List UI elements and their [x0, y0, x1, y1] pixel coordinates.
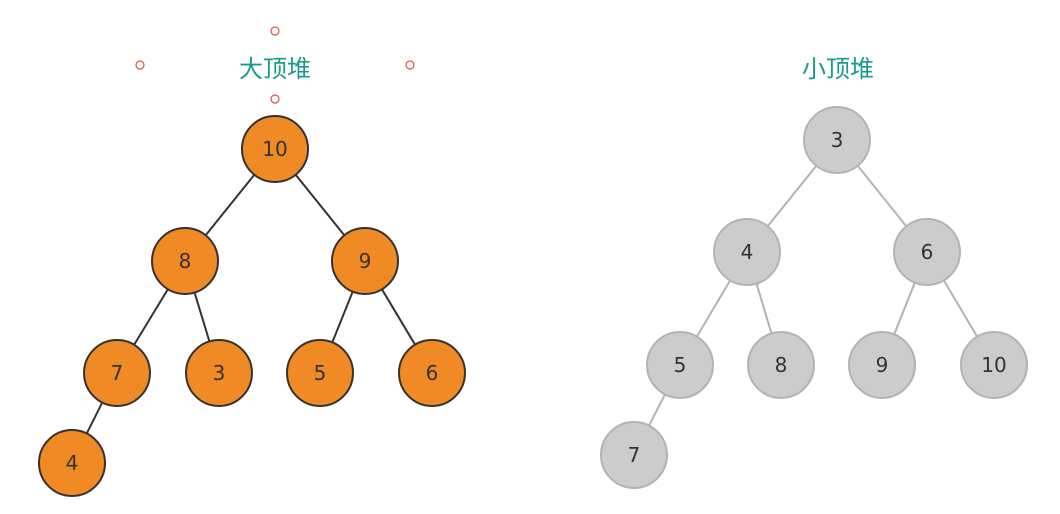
min-heap-node-label: 8 [775, 353, 788, 377]
max-heap-edge [85, 402, 104, 434]
max-heap-node-label: 9 [359, 249, 372, 273]
min-heap-edges [648, 165, 979, 427]
min-heap-node: 7 [600, 421, 668, 489]
min-heap-edge [942, 279, 979, 338]
max-heap-node-circle [241, 115, 309, 183]
max-heap-nodes: 10 8 9 7 3 5 6 4 [38, 115, 466, 497]
max-heap-node: 3 [185, 339, 253, 407]
min-heap-node-circle [893, 218, 961, 286]
min-heap-title: 小顶堆 [802, 55, 874, 83]
selection-handle-bottom[interactable] [270, 94, 280, 104]
min-heap-node-label: 6 [921, 240, 934, 264]
max-heap-node-label: 5 [314, 361, 327, 385]
max-heap-title[interactable]: 大顶堆 [239, 55, 311, 83]
min-heap-edge [648, 393, 666, 427]
min-heap-node-circle [713, 218, 781, 286]
max-heap-node-label: 7 [111, 361, 124, 385]
min-heap-node: 10 [960, 331, 1028, 399]
min-heap-edge [766, 165, 818, 227]
max-heap-node: 6 [398, 339, 466, 407]
max-heap-node: 4 [38, 429, 106, 497]
title-selection-handles[interactable] [135, 26, 415, 104]
max-heap-node-label: 4 [66, 451, 79, 475]
min-heap-node-label: 7 [628, 443, 641, 467]
min-heap-edge [893, 282, 916, 335]
min-heap-node-circle [960, 331, 1028, 399]
min-heap-node: 6 [893, 218, 961, 286]
max-heap-node-label: 10 [262, 137, 287, 161]
max-heap-node: 10 [241, 115, 309, 183]
min-heap-node: 4 [713, 218, 781, 286]
min-heap-node-label: 5 [674, 353, 687, 377]
max-heap-node-circle [38, 429, 106, 497]
min-heap-node-label: 9 [876, 353, 889, 377]
min-heap-node: 5 [646, 331, 714, 399]
max-heap-node: 7 [83, 339, 151, 407]
min-heap-edge [695, 279, 732, 338]
max-heap-edge [193, 292, 211, 342]
max-heap-node: 5 [286, 339, 354, 407]
max-heap-edge [133, 288, 169, 346]
selection-handle-right[interactable] [405, 60, 415, 70]
min-heap-node-circle [848, 331, 916, 399]
max-heap-node-circle [286, 339, 354, 407]
max-heap-node: 8 [151, 227, 219, 295]
selection-handle-left[interactable] [135, 60, 145, 70]
max-heap-node-circle [185, 339, 253, 407]
min-heap-node-label: 4 [741, 240, 754, 264]
min-heap-node-label: 3 [831, 128, 844, 152]
max-heap-edge [381, 288, 416, 346]
min-heap-node: 3 [803, 106, 871, 174]
min-heap-node-circle [747, 331, 815, 399]
max-heap-node-circle [398, 339, 466, 407]
min-heap-nodes: 3 4 6 5 8 9 10 7 [600, 106, 1028, 489]
selection-handle-top[interactable] [270, 26, 280, 36]
max-heap-node-label: 3 [213, 361, 226, 385]
max-heap-node-circle [83, 339, 151, 407]
max-heap-edge [204, 174, 256, 236]
max-heap-node: 9 [331, 227, 399, 295]
min-heap-edge [755, 283, 773, 334]
min-heap-node: 9 [848, 331, 916, 399]
max-heap-node-label: 6 [426, 361, 439, 385]
max-heap-node-label: 8 [179, 249, 192, 273]
max-heap-edge [331, 291, 354, 343]
max-heap-node-circle [151, 227, 219, 295]
min-heap-node-circle [646, 331, 714, 399]
min-heap-node: 8 [747, 331, 815, 399]
max-heap-node-circle [331, 227, 399, 295]
max-heap-edges [85, 174, 416, 434]
min-heap-node-label: 10 [981, 353, 1006, 377]
min-heap-node-circle [803, 106, 871, 174]
max-heap-edge [294, 174, 346, 236]
min-heap-node-circle [600, 421, 668, 489]
min-heap-edge [856, 165, 908, 227]
